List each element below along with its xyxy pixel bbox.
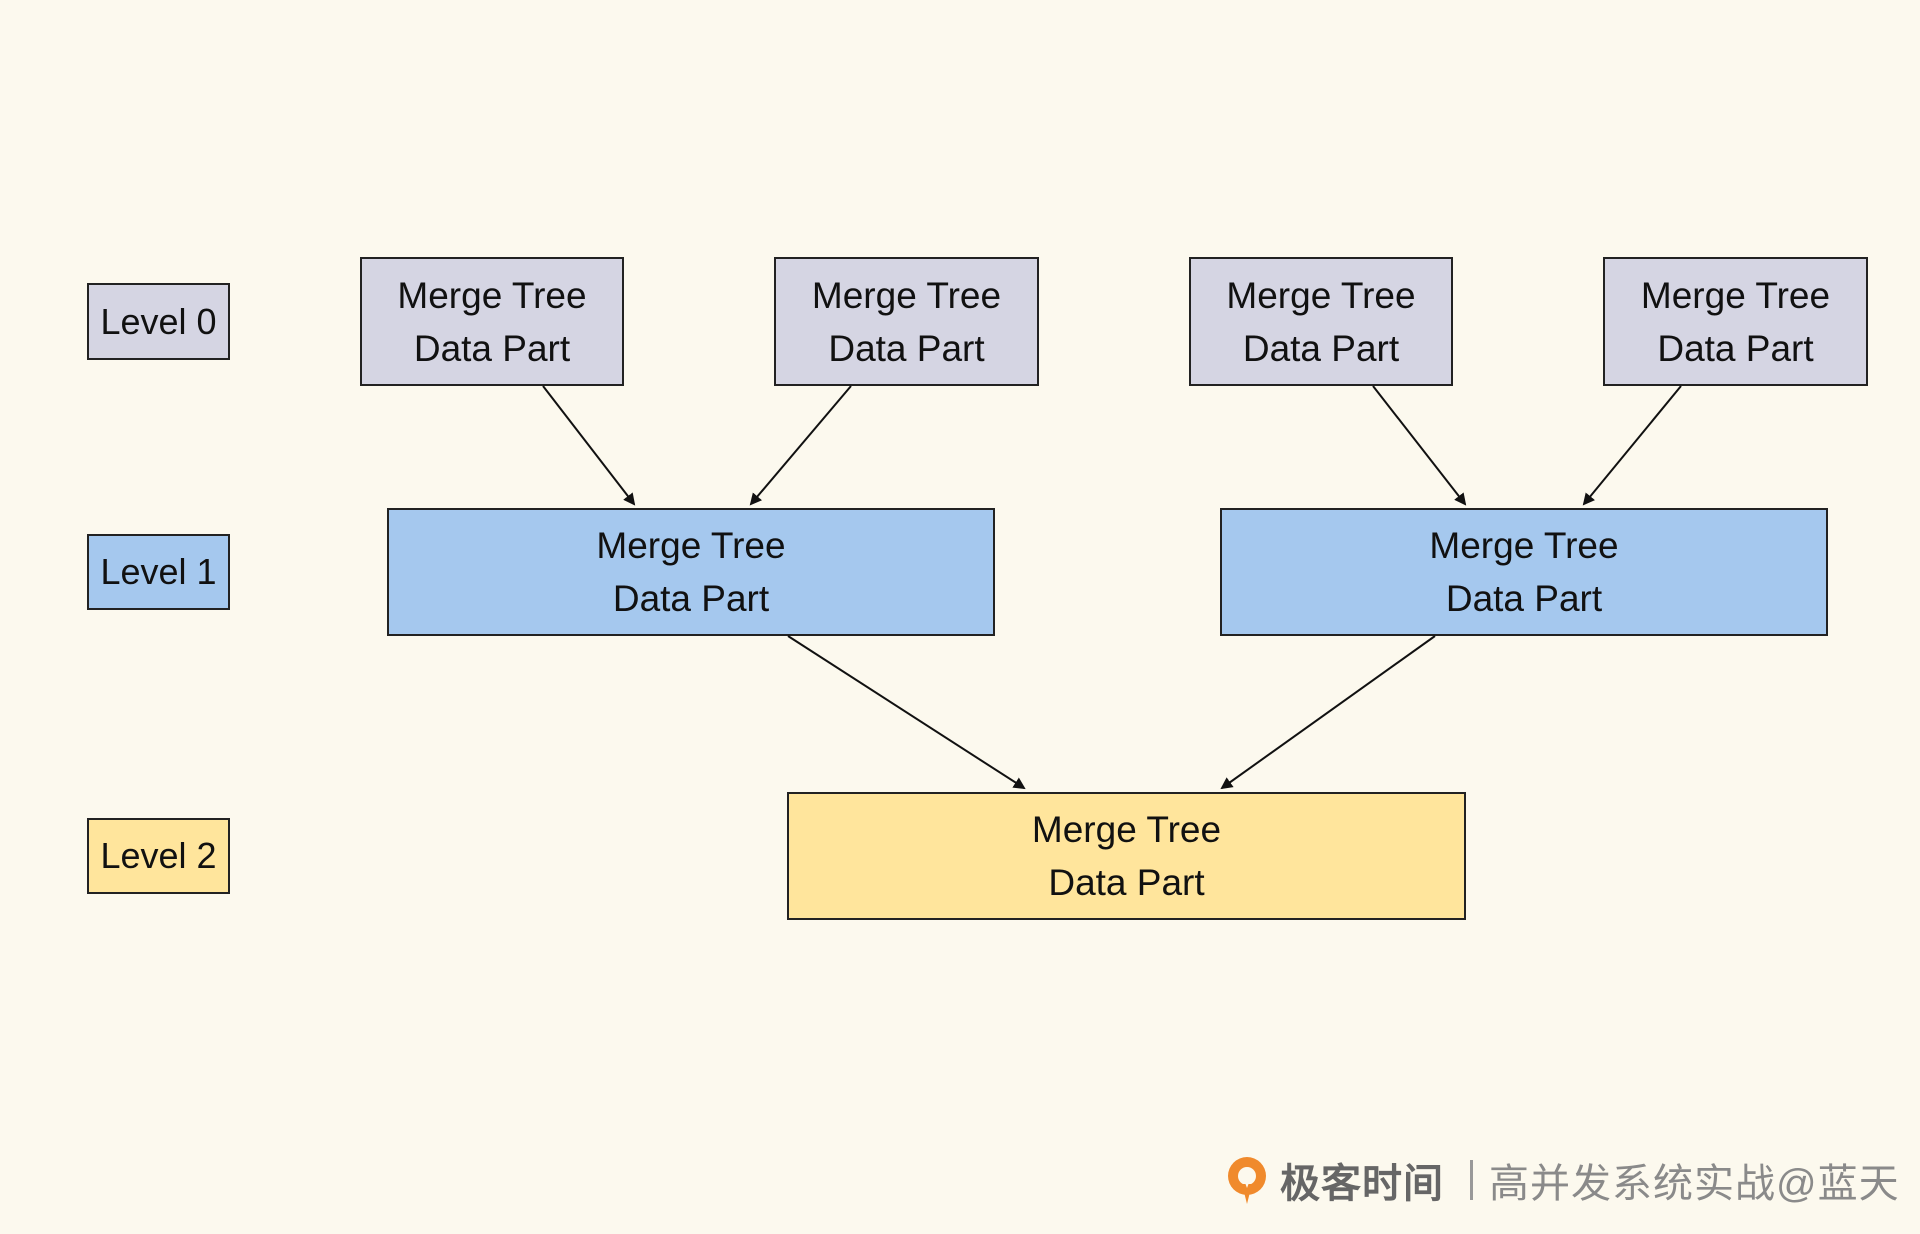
data-part-line1: Merge Tree — [596, 525, 786, 566]
level-1-text: Level 1 — [100, 551, 217, 592]
level-0-label: Level 0 — [87, 283, 230, 360]
merge-arrow — [1372, 385, 1467, 506]
data-part-line1: Merge Tree — [1031, 809, 1222, 850]
level-1-label: Level 1 — [87, 534, 230, 610]
data-part-line1: Merge Tree — [1640, 274, 1831, 316]
watermark: 极客时间 高并发系统实战@蓝天 — [1224, 1150, 1900, 1210]
level-0-text: Level 0 — [100, 300, 217, 342]
data-part-line2: Data Part — [612, 578, 770, 619]
data-part-line1: Merge Tree — [397, 274, 587, 316]
data-part-line2: Data Part — [413, 327, 571, 369]
data-part-line1: Merge Tree — [811, 274, 1002, 316]
level-1-data-part: Merge Tree Data Part — [387, 508, 995, 636]
merge-arrow — [1220, 635, 1436, 790]
watermark-separator — [1470, 1160, 1473, 1200]
data-part-line1: Merge Tree — [1226, 274, 1416, 316]
merge-arrow — [749, 385, 852, 506]
data-part-line1: Merge Tree — [1429, 525, 1619, 566]
level-0-data-part: Merge Tree Data Part — [774, 257, 1039, 386]
level-2-label: Level 2 — [87, 818, 230, 894]
level-1-data-part: Merge Tree Data Part — [1220, 508, 1828, 636]
level-0-data-part: Merge Tree Data Part — [1603, 257, 1868, 386]
level-2-data-part: Merge Tree Data Part — [787, 792, 1466, 920]
geektime-logo-icon — [1228, 1157, 1266, 1204]
data-part-line2: Data Part — [828, 327, 985, 369]
level-2-text: Level 2 — [100, 835, 217, 876]
data-part-line2: Data Part — [1048, 862, 1205, 903]
watermark-brand: 极客时间 — [1280, 1162, 1444, 1206]
data-part-line2: Data Part — [1242, 327, 1400, 369]
data-part-line2: Data Part — [1657, 327, 1814, 369]
watermark-course: 高并发系统实战@蓝天 — [1489, 1162, 1900, 1206]
merge-arrow — [1582, 385, 1682, 506]
data-part-line2: Data Part — [1445, 578, 1603, 619]
merge-arrow — [542, 385, 636, 506]
merge-arrow — [787, 635, 1026, 790]
level-0-data-part: Merge Tree Data Part — [360, 257, 624, 386]
level-0-data-part: Merge Tree Data Part — [1189, 257, 1453, 386]
